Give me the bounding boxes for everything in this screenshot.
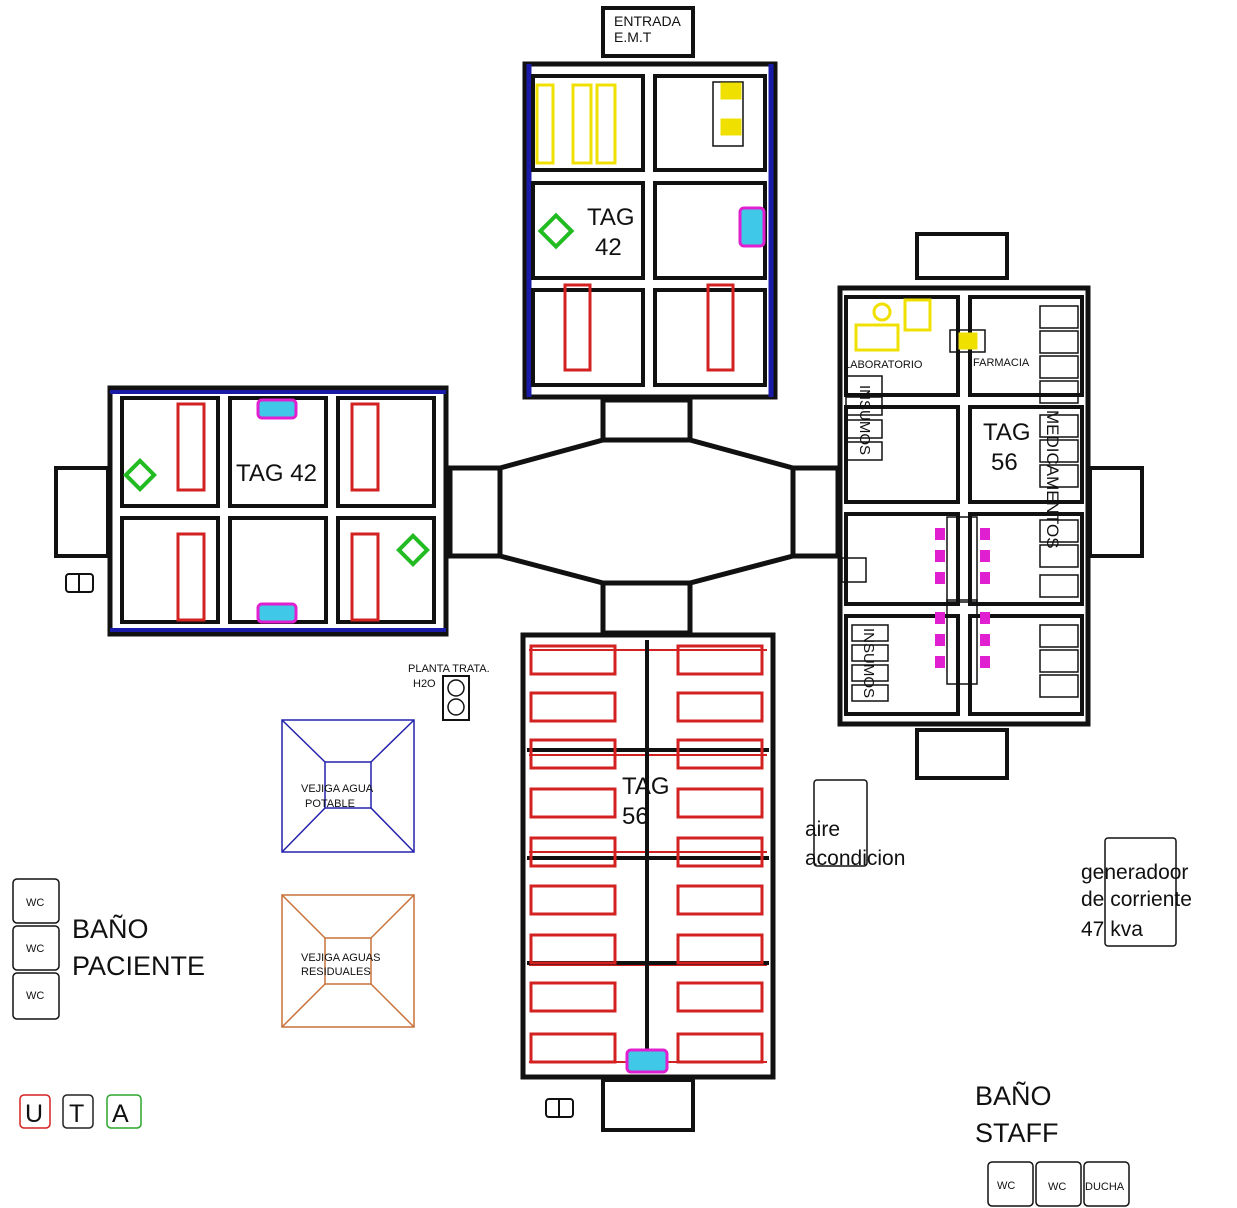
north-module: ENTRADA E.M.T T (522, 6, 778, 400)
aire-label-line2: acondicion (805, 847, 905, 870)
west-module: TAG 42 (54, 385, 449, 637)
staff-bathroom-title-line1: BAÑO (975, 1080, 1052, 1111)
potable-bladder-line1: VEJIGA AGUA (301, 783, 374, 795)
uta-legend: U T A (19, 1094, 142, 1129)
staff-bathroom-title-line2: STAFF (975, 1118, 1059, 1148)
uta-legend-box-t (62, 1094, 94, 1129)
farmacia-label: FARMACIA (973, 357, 1030, 369)
patient-bathroom-title-line1: BAÑO (72, 913, 149, 944)
air-conditioning-unit: aire acondicion (805, 779, 905, 870)
patient-wc-label-3: WC (26, 990, 44, 1002)
east-tag-line1: TAG (983, 419, 1031, 446)
uta-legend-box-u (19, 1094, 51, 1129)
west-cabinet-icon (65, 573, 94, 593)
north-bed-icons (563, 283, 735, 372)
water-plant-label-line1: PLANTA TRATA. (408, 663, 490, 675)
wastewater-bladder (281, 894, 415, 1028)
south-tag-line2: 56 (622, 803, 649, 830)
staff-bathroom: BAÑO STAFF WC WC DUCHA (975, 1080, 1130, 1207)
south-cabinet-icon (545, 1098, 574, 1118)
laboratorio-label: LABORATORIO (844, 359, 923, 371)
uta-letter-a: A (112, 1100, 129, 1128)
patient-wc-label-1: WC (26, 897, 44, 909)
potable-bladder-line2: POTABLE (305, 798, 355, 810)
staff-fixture-3: DUCHA (1085, 1181, 1125, 1193)
south-tag-line1: TAG (622, 773, 670, 800)
entrance-label-line1: ENTRADA (614, 13, 682, 29)
generator-label-line2: de corriente (1081, 888, 1192, 911)
south-bed-icons (529, 644, 764, 1064)
generator-label-line3: 47 kva (1081, 918, 1143, 941)
patient-wc-label-2: WC (26, 943, 44, 955)
medicamentos-label: MEDICAMENTOS (1043, 410, 1062, 549)
east-module: LABORATORIO FARMACIA TAG 56 INSUMOS INSU… (837, 232, 1144, 780)
potable-water-bladder (281, 719, 415, 853)
north-monitor-icon (738, 206, 766, 248)
power-generator: generadoor de corriente 47 kva (1081, 837, 1192, 947)
west-tag-label: TAG 42 (236, 460, 317, 487)
east-dialysis-tables (935, 516, 990, 685)
staff-fixture-2: WC (1048, 1181, 1066, 1193)
waste-bladder-line2: RESIDUALES (301, 966, 371, 978)
central-hub (447, 397, 841, 636)
insumos-upper-label: INSUMOS (856, 385, 873, 455)
north-tag-line2: 42 (595, 234, 622, 261)
uta-legend-box-a (106, 1094, 142, 1129)
staff-fixture-1: WC (997, 1180, 1015, 1192)
west-monitor-icons (256, 398, 298, 624)
entrance-label-line2: E.M.T (614, 29, 652, 45)
patient-bathroom: WC WC WC BAÑO PACIENTE (12, 878, 205, 1020)
insumos-lower-label: INSUMOS (860, 628, 877, 698)
uta-letter-u: U (25, 1100, 43, 1128)
east-tag-line2: 56 (991, 449, 1018, 476)
waste-bladder-line1: VEJIGA AGUAS (301, 952, 380, 964)
aire-label-line1: aire (805, 818, 840, 841)
north-supply-shelves (535, 81, 744, 165)
patient-bathroom-title-line2: PACIENTE (72, 951, 205, 981)
generator-label-line1: generadoor (1081, 861, 1188, 884)
west-bed-icons (176, 402, 380, 622)
south-monitor-icon (625, 1048, 669, 1074)
south-module: TAG 56 (520, 632, 776, 1132)
west-green-equipment-icons (123, 458, 430, 567)
lab-equipment-icon (854, 298, 986, 353)
medicamentos-shelving (841, 305, 1079, 702)
water-treatment-plant: PLANTA TRATA. H2O (408, 663, 490, 721)
north-green-equipment-icon (537, 212, 575, 250)
uta-letter-t: T (69, 1100, 84, 1128)
north-tag-line1: TAG (587, 204, 635, 231)
water-plant-label-line2: H2O (413, 678, 436, 690)
